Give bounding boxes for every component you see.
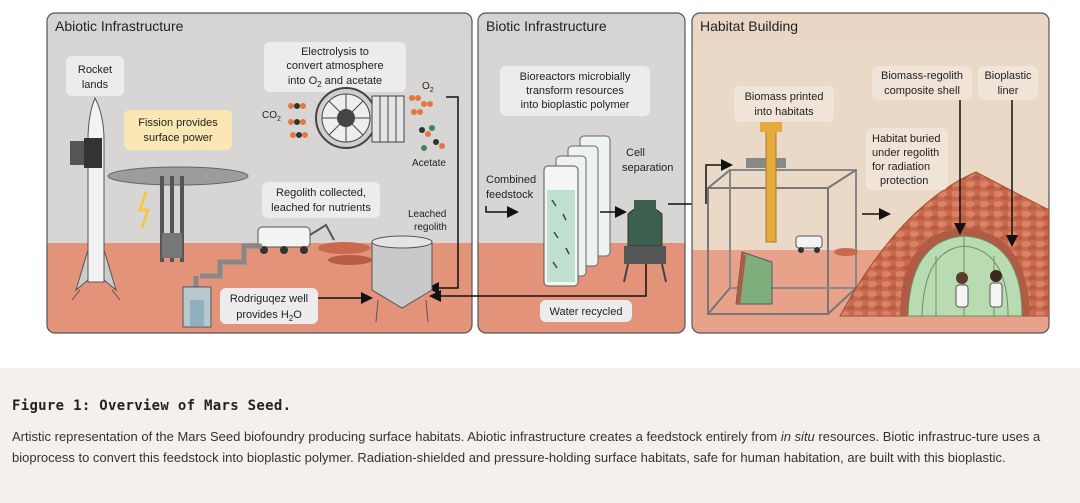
fission-reactor — [107, 166, 249, 262]
bioreactor-callout: Bioreactors microbially transform resour… — [500, 66, 650, 116]
fission-callout: Fission provides surface power — [124, 110, 232, 150]
svg-text:Bioreactors microbially: Bioreactors microbially — [520, 71, 631, 83]
abiotic-header: Abiotic Infrastructure — [55, 18, 184, 34]
liner-callout: Bioplastic liner — [978, 66, 1038, 100]
svg-text:transform resources: transform resources — [526, 85, 624, 97]
svg-text:Cell: Cell — [626, 147, 645, 159]
svg-text:Biomass printed: Biomass printed — [745, 91, 824, 103]
combined-feedstock-label: Combined feedstock — [486, 174, 536, 201]
water-recycled-callout: Water recycled — [540, 300, 632, 322]
svg-text:Rocket: Rocket — [78, 64, 112, 76]
figure-caption: Artistic representation of the Mars Seed… — [12, 429, 1041, 465]
rover-illustration — [257, 223, 335, 254]
co2-label: CO2 — [262, 110, 281, 123]
mini-rover — [795, 235, 858, 256]
svg-text:Leached: Leached — [408, 209, 446, 220]
habitat-header: Habitat Building — [700, 18, 798, 34]
biotic-panel: Biotic Infrastructure Bioreactors microb… — [429, 12, 706, 334]
cell-separation-label: Cell separation — [622, 147, 673, 174]
svg-text:Biomass-regolith: Biomass-regolith — [881, 70, 963, 82]
water-well — [182, 286, 212, 328]
regolith-pipe — [200, 243, 262, 279]
mars-seed-figure: Abiotic Infrastructure Rocket lands — [46, 12, 1050, 334]
svg-text:regolith: regolith — [414, 222, 447, 233]
svg-text:separation: separation — [622, 162, 673, 174]
regolith-callout: Regolith collected, leached for nutrient… — [262, 182, 380, 218]
svg-text:lands: lands — [82, 79, 109, 91]
svg-text:under regolith: under regolith — [872, 147, 939, 159]
svg-text:Electrolysis to: Electrolysis to — [301, 46, 369, 58]
lightning-icon — [137, 191, 151, 229]
svg-text:for radiation: for radiation — [872, 161, 930, 173]
svg-text:Regolith collected,: Regolith collected, — [276, 187, 366, 199]
svg-text:Water recycled: Water recycled — [550, 306, 623, 318]
svg-text:leached for nutrients: leached for nutrients — [271, 202, 371, 214]
svg-text:Rodriguqez well: Rodriguqez well — [230, 293, 308, 305]
svg-text:Fission provides: Fission provides — [138, 117, 218, 129]
rocket-illustration — [70, 96, 121, 301]
svg-text:surface power: surface power — [143, 132, 212, 144]
svg-text:provides H2O: provides H2O — [236, 309, 302, 323]
leaching-tank — [371, 235, 433, 323]
svg-text:into bioplastic polymer: into bioplastic polymer — [521, 99, 630, 111]
biomass-printed-callout: Biomass printed into habitats — [734, 86, 834, 122]
habitat-printer — [705, 122, 857, 315]
electrolyzer-fan-icon — [315, 87, 405, 149]
svg-text:feedstock: feedstock — [486, 189, 534, 201]
centrifuge-illustration — [623, 200, 667, 283]
svg-text:protection: protection — [880, 175, 928, 187]
o2-label: O2 — [422, 81, 434, 94]
habitat-panel: Habitat Building Biomass printed into ha… — [691, 12, 1050, 334]
caption-area: Figure 1: Overview of Mars Seed. Artisti… — [0, 368, 1080, 503]
biotic-header: Biotic Infrastructure — [486, 18, 607, 34]
abiotic-panel: Abiotic Infrastructure Rocket lands — [46, 12, 473, 334]
rocket-label: Rocket lands — [66, 56, 124, 96]
o2-molecules — [409, 95, 433, 115]
acetate-label: Acetate — [412, 158, 446, 169]
acetate-arrow — [427, 96, 459, 294]
svg-text:Combined: Combined — [486, 174, 536, 186]
regolith-piles — [318, 242, 372, 265]
bioreactor-columns — [543, 135, 611, 287]
svg-text:liner: liner — [998, 85, 1019, 97]
astronauts — [955, 270, 1003, 308]
electrolysis-callout: Electrolysis to convert atmosphere into … — [264, 42, 406, 92]
svg-text:convert atmosphere: convert atmosphere — [286, 60, 383, 72]
svg-text:Habitat buried: Habitat buried — [872, 133, 941, 145]
buried-callout: Habitat buried under regolith for radiat… — [866, 128, 948, 190]
svg-text:composite shell: composite shell — [884, 85, 960, 97]
figure-title: Figure 1: Overview of Mars Seed. — [12, 398, 292, 414]
well-callout: Rodriguqez well provides H2O — [220, 288, 318, 324]
acetate-molecules — [419, 125, 445, 151]
svg-text:into habitats: into habitats — [754, 106, 814, 118]
composite-shell-callout: Biomass-regolith composite shell — [872, 66, 972, 100]
svg-text:Bioplastic: Bioplastic — [984, 70, 1032, 82]
co2-molecules — [288, 103, 308, 138]
svg-text:into O2 and acetate: into O2 and acetate — [288, 75, 382, 89]
water-recycle-arrow — [429, 264, 647, 302]
leached-label: Leached regolith — [408, 209, 447, 233]
